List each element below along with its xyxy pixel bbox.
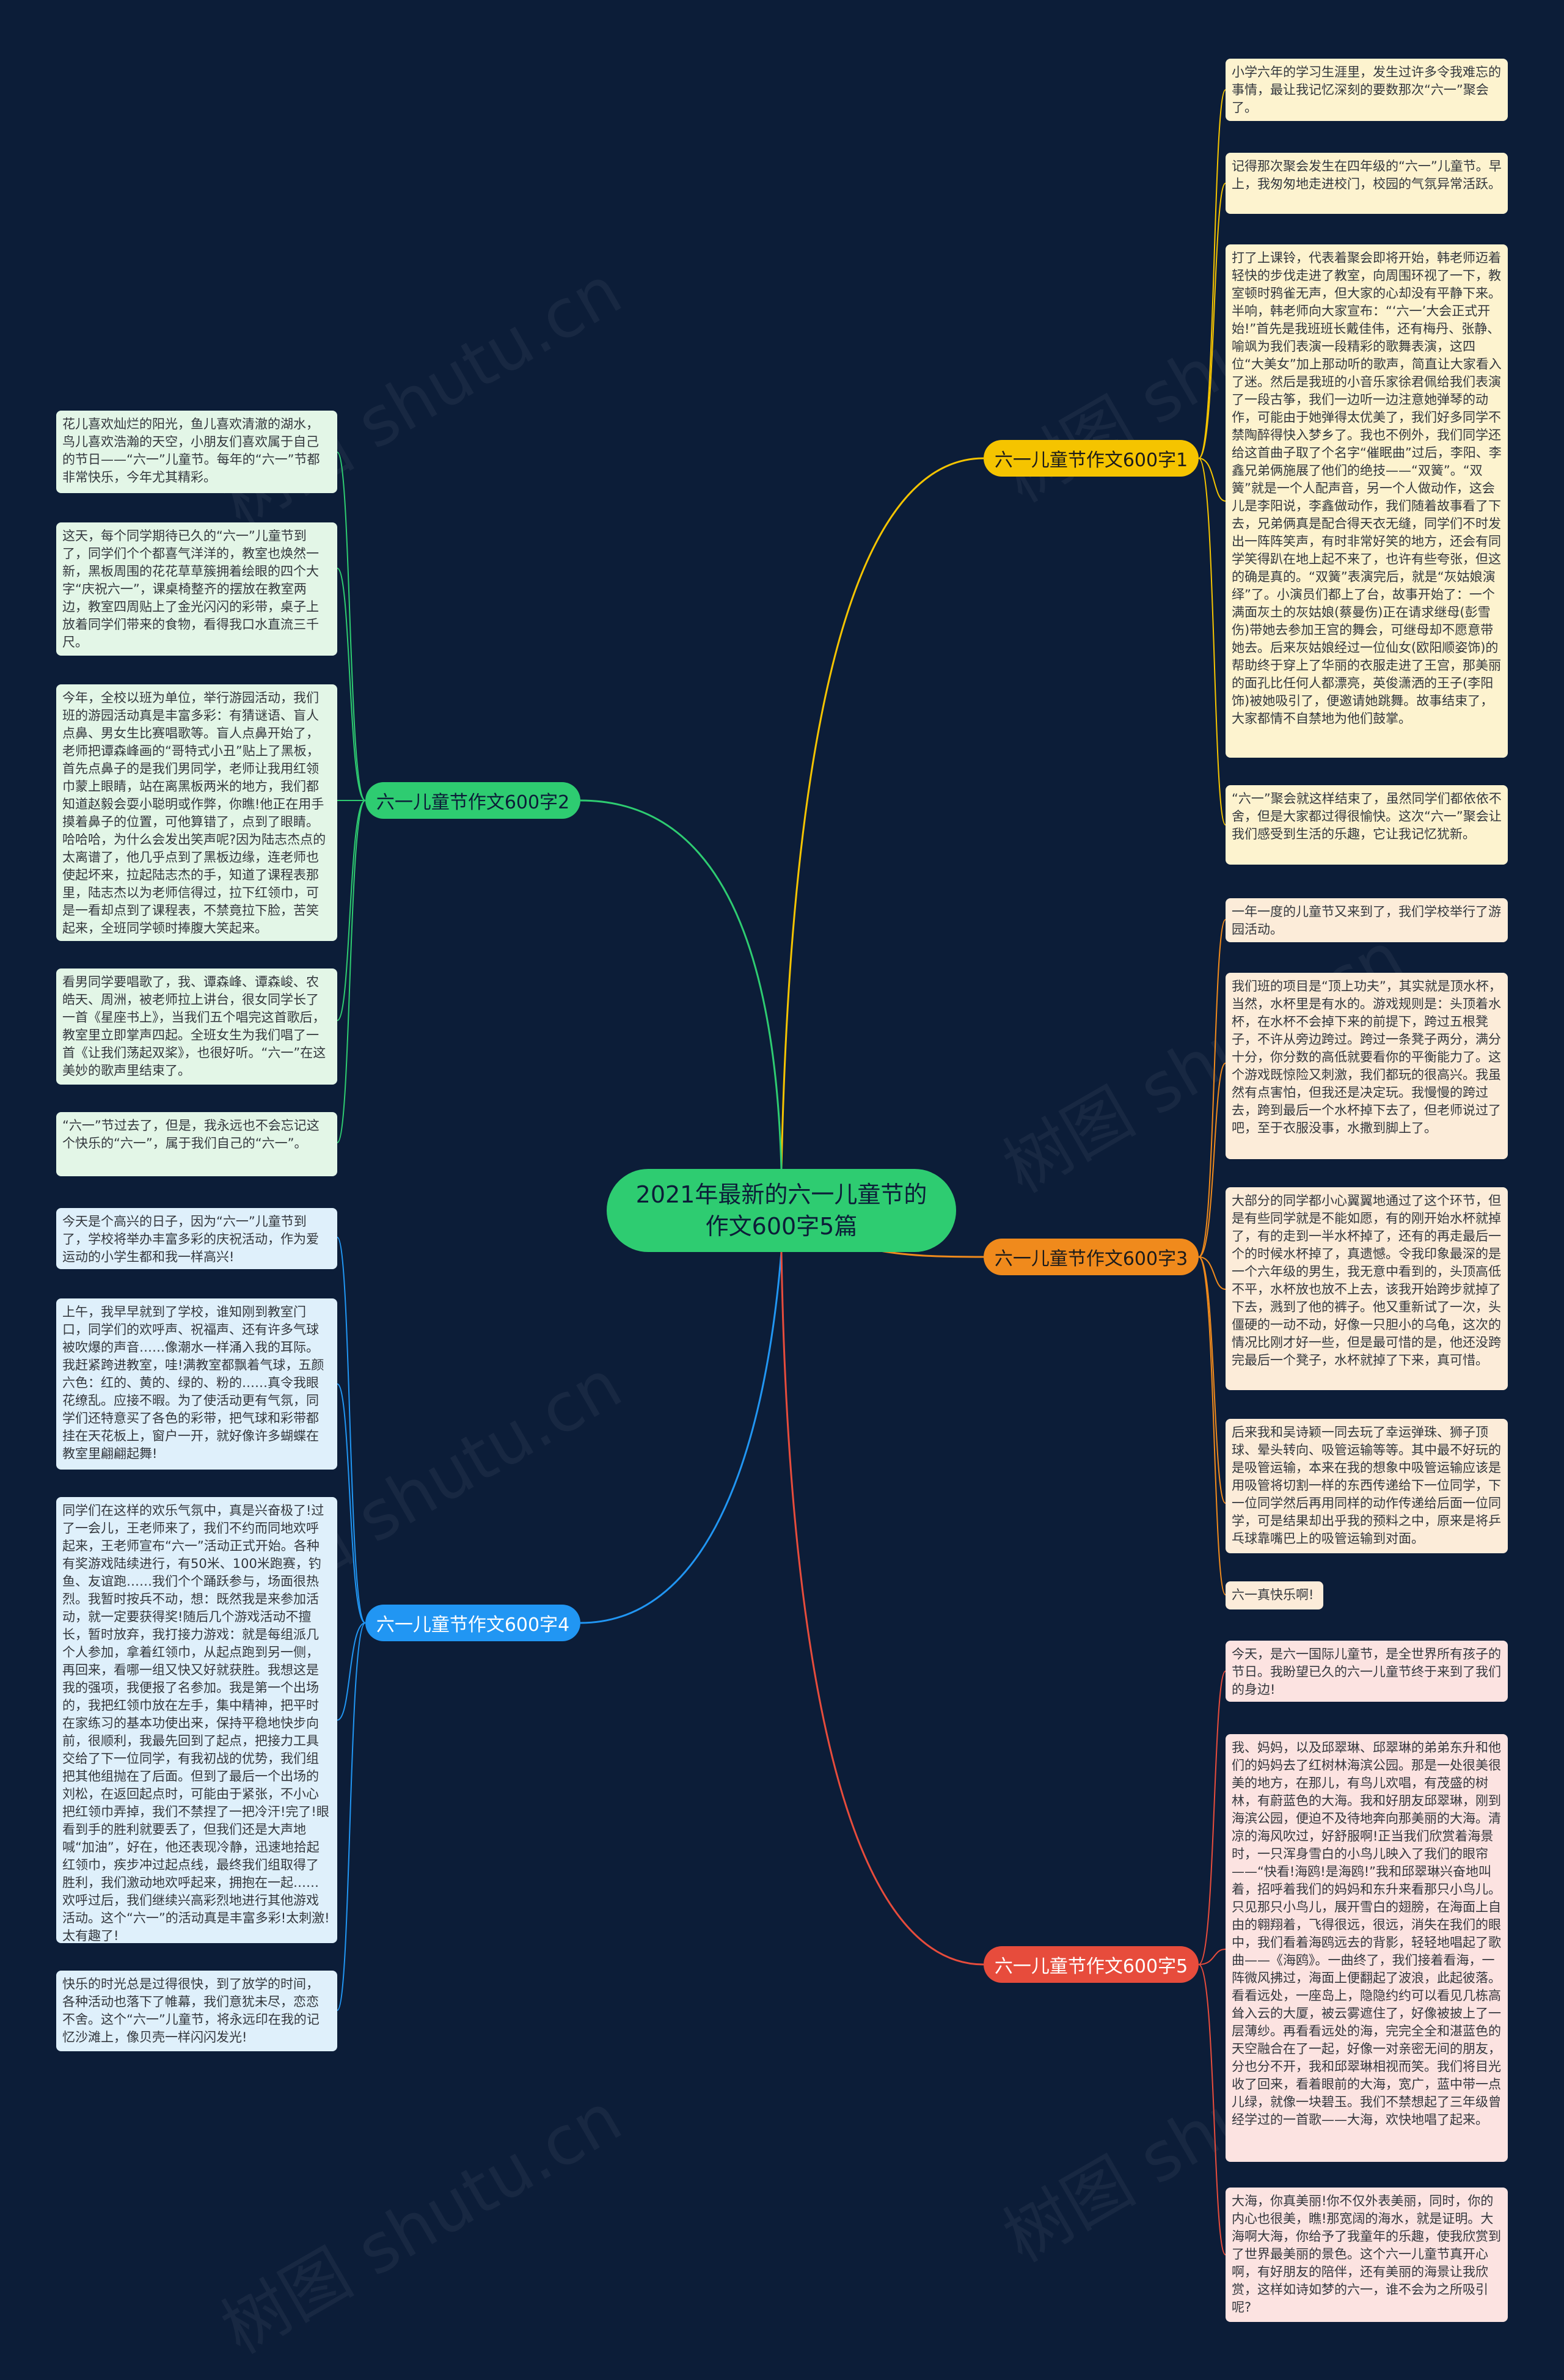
leaf-2-1[interactable]: 花儿喜欢灿烂的阳光，鱼儿喜欢清澈的湖水，鸟儿喜欢浩瀚的天空，小朋友们喜欢属于自己… [56, 411, 337, 493]
leaf-2-5[interactable]: “六一”节过去了，但是，我永远也不会忘记这个快乐的“六一”，属于我们自己的“六一… [56, 1112, 337, 1176]
leaf-1-2[interactable]: 记得那次聚会发生在四年级的“六一”儿童节。早上，我匆匆地走进校门，校园的气氛异常… [1226, 153, 1508, 214]
leaf-3-5[interactable]: 六一真快乐啊! [1226, 1581, 1323, 1609]
leaf-3-4[interactable]: 后来我和吴诗颖一同去玩了幸运弹珠、狮子顶球、晕头转向、吸管运输等等。其中最不好玩… [1226, 1419, 1508, 1553]
branch-3-node[interactable]: 六一儿童节作文600字3 [984, 1239, 1199, 1275]
branch-5-node[interactable]: 六一儿童节作文600字5 [984, 1946, 1199, 1983]
branch-2-node[interactable]: 六一儿童节作文600字2 [365, 782, 580, 819]
leaf-2-3[interactable]: 今年，全校以班为单位，举行游园活动，我们班的游园活动真是丰富多彩：有猜谜语、盲人… [56, 684, 337, 941]
leaf-5-2[interactable]: 我、妈妈，以及邱翠琳、邱翠琳的弟弟东升和他们的妈妈去了红树林海滨公园。那是一处很… [1226, 1734, 1508, 2162]
leaf-4-4[interactable]: 快乐的时光总是过得很快，到了放学的时间，各种活动也落下了帷幕，我们意犹未尽，恋恋… [56, 1971, 337, 2051]
leaf-1-3[interactable]: 打了上课铃，代表着聚会即将开始，韩老师迈着轻快的步伐走进了教室，向周围环视了一下… [1226, 244, 1508, 758]
leaf-4-1[interactable]: 今天是个高兴的日子，因为“六一”儿童节到了，学校将举办丰富多彩的庆祝活动，作为爱… [56, 1208, 337, 1269]
central-topic[interactable]: 2021年最新的六一儿童节的作文600字5篇 [607, 1169, 956, 1252]
leaf-4-2[interactable]: 上午，我早早就到了学校，谁知刚到教室门口，同学们的欢呼声、祝福声、还有许多气球被… [56, 1298, 337, 1470]
leaf-5-1[interactable]: 今天，是六一国际儿童节，是全世界所有孩子的节日。我盼望已久的六一儿童节终于来到了… [1226, 1641, 1508, 1702]
branch-4-node[interactable]: 六一儿童节作文600字4 [365, 1605, 580, 1641]
leaf-2-2[interactable]: 这天，每个同学期待已久的“六一”儿童节到了，同学们个个都喜气洋洋的，教室也焕然一… [56, 522, 337, 656]
leaf-3-2[interactable]: 我们班的项目是“顶上功夫”，其实就是顶水杯，当然，水杯里是有水的。游戏规则是：头… [1226, 973, 1508, 1159]
branch-1-node[interactable]: 六一儿童节作文600字1 [984, 440, 1199, 477]
leaf-2-4[interactable]: 看男同学要唱歌了，我、谭森峰、谭森峻、农皓天、周洲，被老师拉上讲台，很女同学长了… [56, 968, 337, 1085]
leaf-4-3[interactable]: 同学们在这样的欢乐气氛中，真是兴奋极了!过了一会儿，王老师来了，我们不约而同地欢… [56, 1497, 337, 1943]
leaf-1-1[interactable]: 小学六年的学习生涯里，发生过许多令我难忘的事情，最让我记忆深刻的要数那次“六一”… [1226, 59, 1508, 121]
leaf-1-4[interactable]: “六一”聚会就这样结束了，虽然同学们都依依不舍，但是大家都过得很愉快。这次“六一… [1226, 785, 1508, 865]
leaf-3-3[interactable]: 大部分的同学都小心翼翼地通过了这个环节，但是有些同学就是不能如愿，有的刚开始水杯… [1226, 1187, 1508, 1390]
leaf-5-3[interactable]: 大海，你真美丽!你不仅外表美丽，同时，你的内心也很美，瞧!那宽阔的海水，就是证明… [1226, 2188, 1508, 2322]
leaf-3-1[interactable]: 一年一度的儿童节又来到了，我们学校举行了游园活动。 [1226, 898, 1508, 942]
